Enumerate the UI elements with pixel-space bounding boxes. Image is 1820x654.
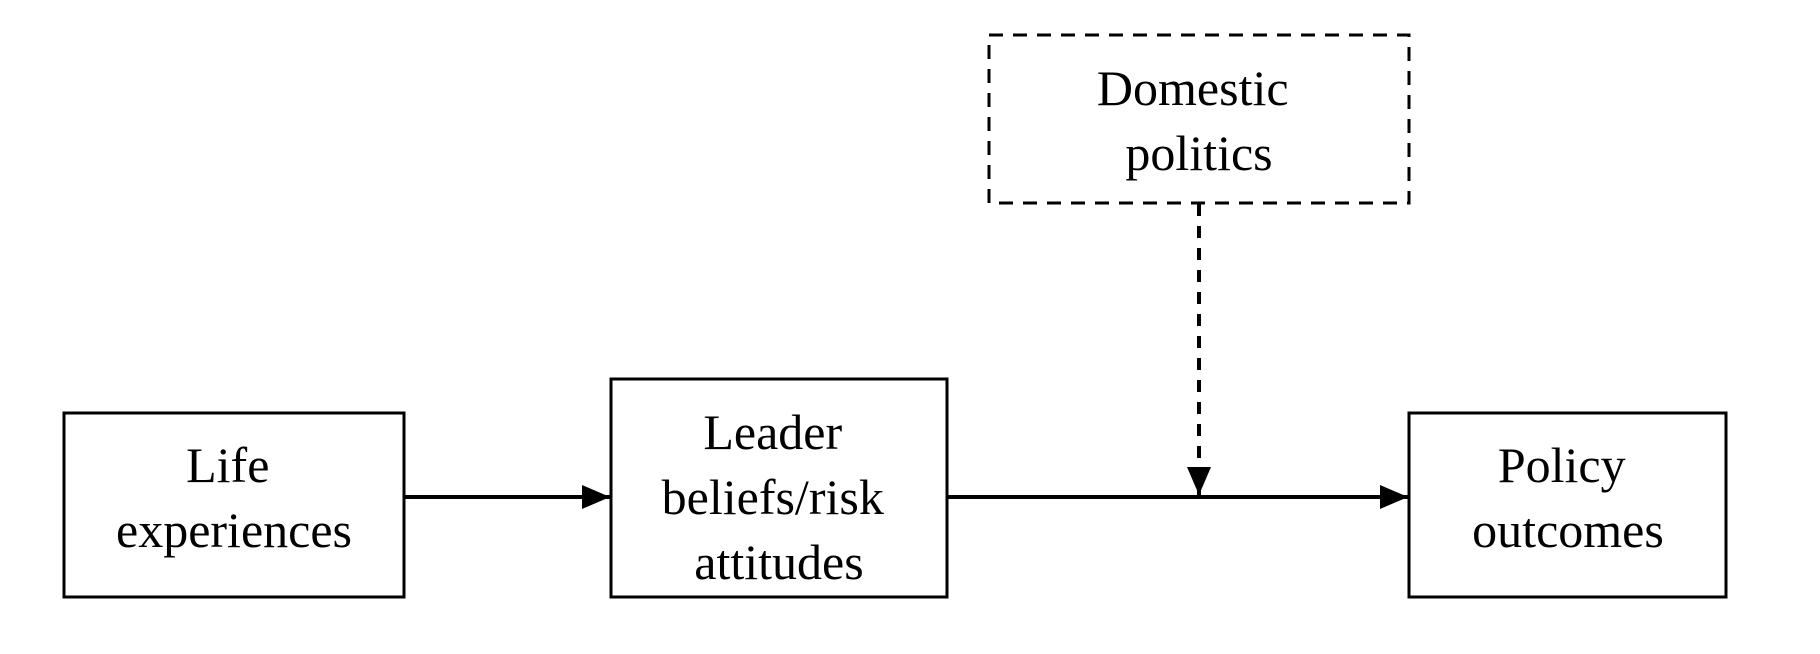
node-leader-beliefs-box	[609, 377, 949, 599]
node-life-experiences-line-2: experiences	[116, 502, 352, 558]
node-leader-beliefs-label: Leader beliefs/risk attitudes	[662, 404, 897, 590]
node-life-experiences-label: Life experiences	[116, 437, 352, 558]
node-leader-beliefs-line-2: beliefs/risk	[662, 469, 884, 525]
node-policy-outcomes-line-1: Policy	[1498, 437, 1626, 493]
node-life-experiences-box	[62, 411, 406, 599]
node-leader-beliefs-line-3: attitudes	[694, 534, 863, 590]
node-domestic-politics-box	[987, 33, 1411, 205]
node-domestic-politics-line-2: politics	[1125, 125, 1272, 181]
node-policy-outcomes-box	[1407, 411, 1728, 599]
node-domestic-politics: Domestic politics	[987, 33, 1411, 205]
node-policy-outcomes-label: Policy outcomes	[1472, 437, 1664, 558]
node-leader-beliefs: Leader beliefs/risk attitudes	[609, 377, 949, 599]
node-policy-outcomes-line-2: outcomes	[1472, 502, 1664, 558]
node-policy-outcomes: Policy outcomes	[1407, 411, 1728, 599]
node-life-experiences-line-1: Life	[186, 437, 269, 493]
node-domestic-politics-label: Domestic politics	[1097, 60, 1301, 181]
node-life-experiences: Life experiences	[62, 411, 406, 599]
node-leader-beliefs-line-1: Leader	[703, 404, 842, 460]
node-domestic-politics-line-1: Domestic	[1097, 60, 1289, 116]
